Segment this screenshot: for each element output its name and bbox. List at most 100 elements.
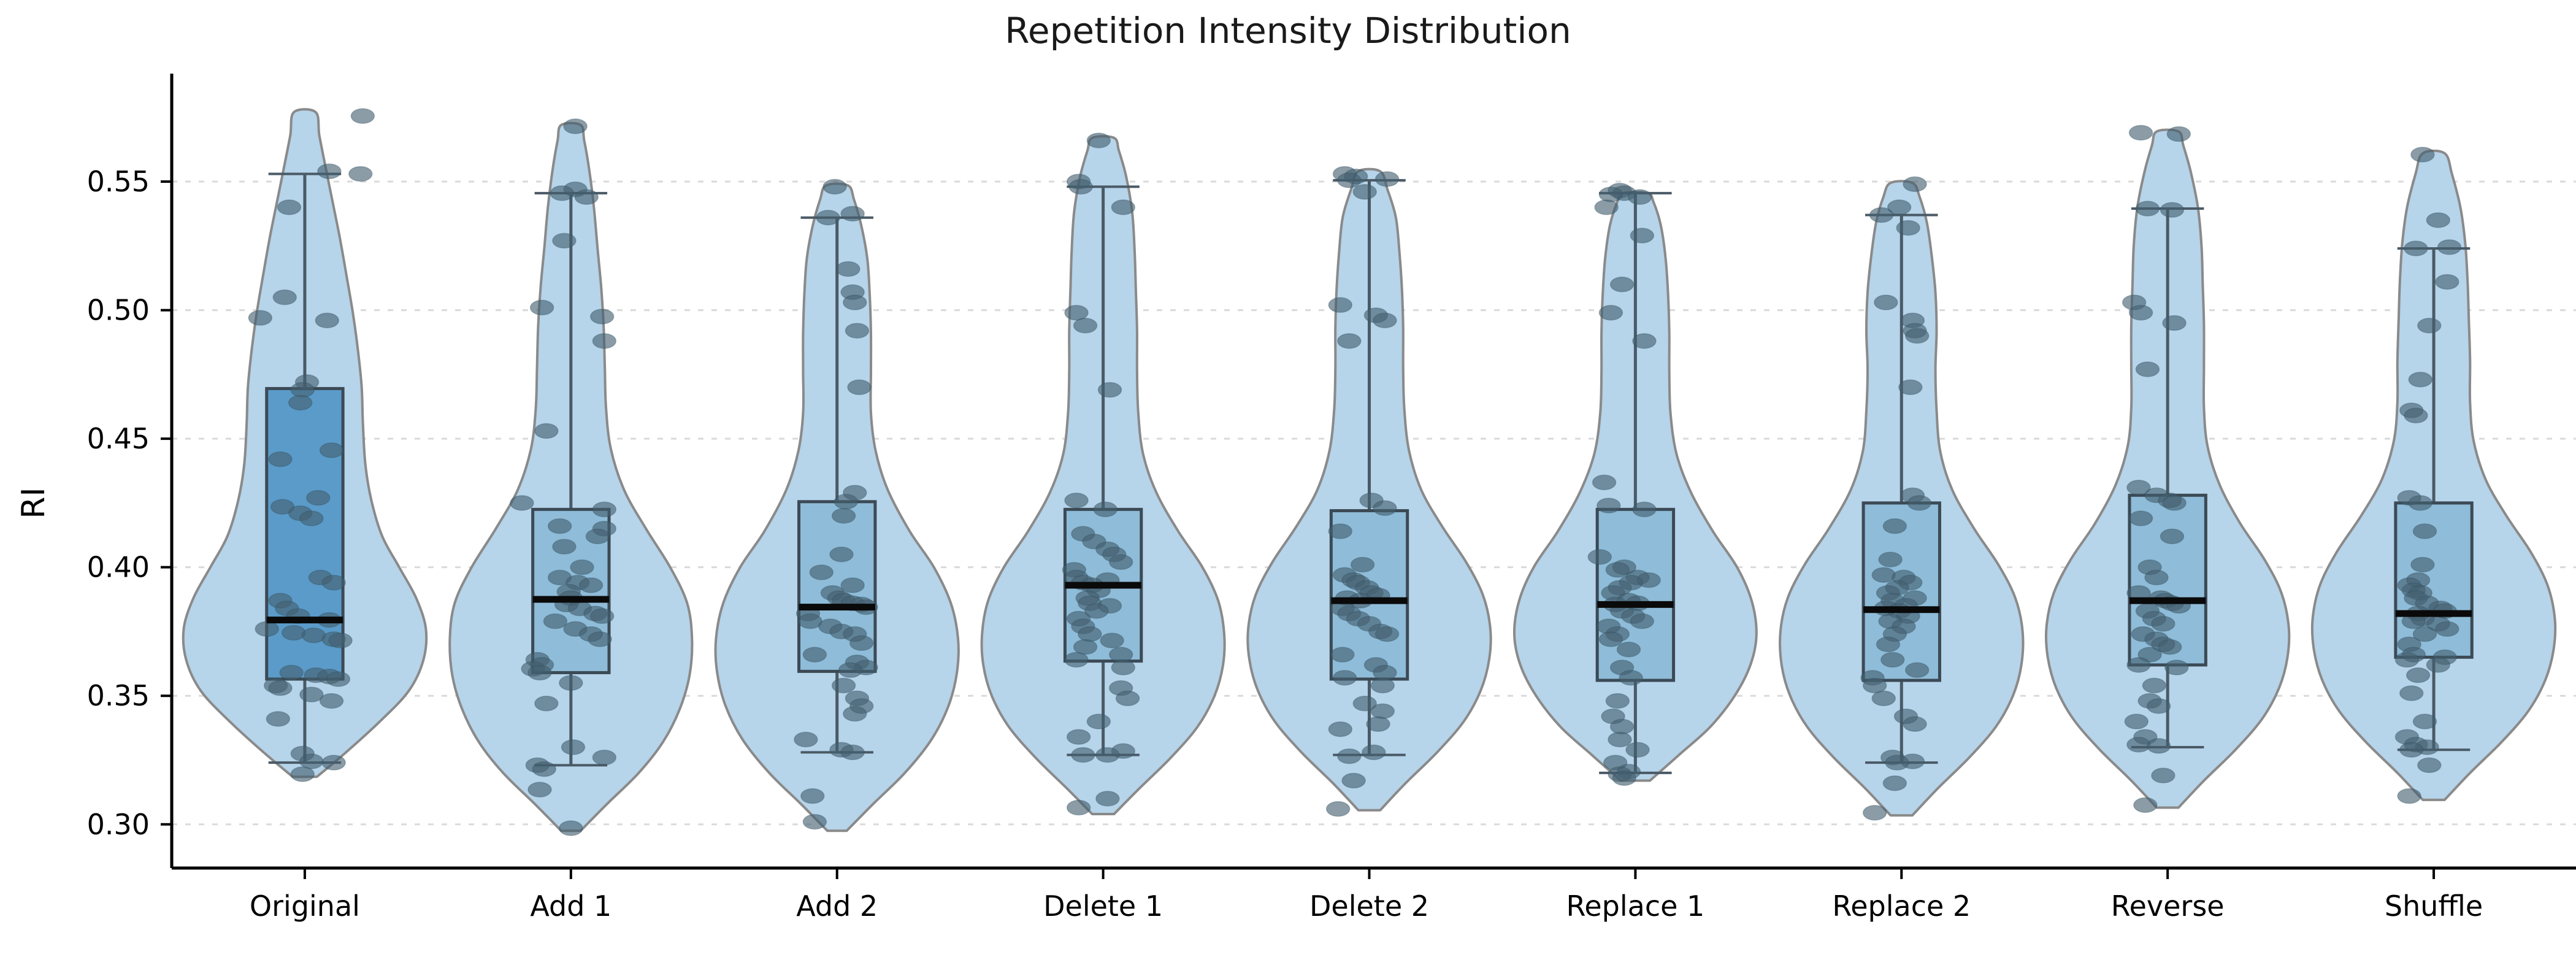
data-point bbox=[585, 528, 610, 545]
y-tick-label: 0.35 bbox=[87, 679, 150, 712]
data-point bbox=[1587, 549, 1612, 565]
data-point bbox=[2162, 315, 2187, 331]
data-point bbox=[1616, 642, 1641, 658]
data-point bbox=[1903, 716, 1927, 732]
violin-group[interactable] bbox=[448, 118, 694, 836]
data-point bbox=[1598, 305, 1623, 321]
data-point bbox=[1871, 690, 1896, 707]
data-point bbox=[288, 394, 313, 411]
data-point bbox=[2160, 528, 2185, 545]
data-point bbox=[1370, 703, 1395, 720]
x-tick-label-delete-2: Delete 2 bbox=[1309, 890, 1429, 923]
data-point bbox=[1896, 220, 1920, 236]
data-point bbox=[2128, 510, 2153, 526]
data-point bbox=[1362, 744, 1386, 761]
data-point bbox=[2394, 651, 2420, 668]
data-point bbox=[829, 546, 854, 563]
data-point bbox=[527, 782, 552, 798]
data-point bbox=[2399, 685, 2424, 701]
violin-group[interactable] bbox=[2044, 125, 2291, 813]
data-point bbox=[578, 577, 604, 593]
violin-group[interactable] bbox=[1512, 182, 1758, 786]
data-point bbox=[1337, 333, 1362, 349]
data-point bbox=[305, 490, 331, 506]
violin-group[interactable] bbox=[182, 108, 428, 782]
data-point bbox=[1374, 171, 1400, 187]
data-point bbox=[1352, 696, 1377, 712]
data-point bbox=[592, 333, 617, 349]
data-point bbox=[836, 261, 861, 277]
data-point bbox=[1328, 523, 1353, 539]
data-point bbox=[552, 539, 577, 555]
data-point bbox=[1632, 501, 1657, 518]
data-point bbox=[2164, 659, 2189, 675]
data-point bbox=[1882, 775, 1907, 791]
data-point bbox=[1871, 567, 1896, 583]
data-point bbox=[2437, 239, 2462, 255]
data-point bbox=[840, 577, 865, 593]
data-point bbox=[328, 632, 353, 648]
data-point bbox=[1605, 693, 1630, 709]
data-point bbox=[1374, 626, 1400, 642]
data-point bbox=[348, 166, 373, 182]
data-point bbox=[1095, 747, 1120, 763]
x-tick-label-shuffle: Shuffle bbox=[2385, 890, 2483, 923]
data-point bbox=[2410, 147, 2435, 163]
data-point bbox=[2412, 523, 2437, 539]
data-point bbox=[1592, 474, 1617, 491]
violin-group[interactable] bbox=[2310, 147, 2557, 804]
data-point bbox=[290, 382, 315, 398]
data-point bbox=[2146, 738, 2171, 754]
data-point bbox=[266, 711, 291, 727]
data-point bbox=[1880, 651, 1905, 668]
data-point bbox=[800, 788, 825, 804]
violin-group[interactable] bbox=[1246, 166, 1492, 817]
x-tick-label-add-1: Add 1 bbox=[530, 890, 611, 923]
data-point bbox=[1862, 677, 1887, 694]
data-point bbox=[2146, 698, 2171, 714]
data-point bbox=[282, 625, 306, 641]
violin-group[interactable] bbox=[980, 133, 1226, 816]
data-point bbox=[834, 494, 859, 510]
data-point bbox=[1337, 172, 1362, 188]
data-point bbox=[2128, 305, 2153, 321]
data-point bbox=[2410, 556, 2435, 573]
data-point bbox=[838, 662, 863, 678]
data-point bbox=[2126, 657, 2151, 673]
data-point bbox=[321, 575, 346, 591]
x-tick-label-add-2: Add 2 bbox=[796, 890, 878, 923]
data-point bbox=[1097, 382, 1122, 398]
data-point bbox=[843, 705, 867, 722]
y-axis-label: RI bbox=[15, 487, 52, 518]
data-point bbox=[840, 744, 865, 761]
x-tick-label-replace-1: Replace 1 bbox=[1566, 890, 1704, 923]
data-point bbox=[1086, 713, 1111, 729]
data-point bbox=[1625, 742, 1650, 758]
violin-group[interactable] bbox=[1779, 176, 2025, 821]
data-point bbox=[2404, 407, 2428, 424]
data-point bbox=[2412, 713, 2437, 729]
data-point bbox=[847, 379, 872, 396]
x-tick-label-original: Original bbox=[250, 890, 360, 923]
data-point bbox=[1095, 791, 1120, 807]
data-point bbox=[574, 189, 599, 205]
data-point bbox=[802, 647, 827, 663]
data-point bbox=[2426, 212, 2451, 228]
data-point bbox=[319, 442, 344, 458]
data-point bbox=[1337, 748, 1362, 764]
data-point bbox=[2162, 495, 2187, 511]
y-tick-label: 0.50 bbox=[87, 294, 150, 327]
data-point bbox=[272, 289, 297, 306]
data-point bbox=[1619, 670, 1643, 686]
violin-group[interactable] bbox=[714, 179, 960, 832]
data-point bbox=[299, 686, 324, 702]
data-point bbox=[1332, 670, 1357, 686]
data-point bbox=[2404, 240, 2428, 256]
data-point bbox=[315, 312, 340, 329]
data-point bbox=[840, 206, 865, 222]
data-point bbox=[1078, 626, 1102, 642]
data-point bbox=[277, 199, 302, 215]
data-point bbox=[2135, 201, 2160, 217]
